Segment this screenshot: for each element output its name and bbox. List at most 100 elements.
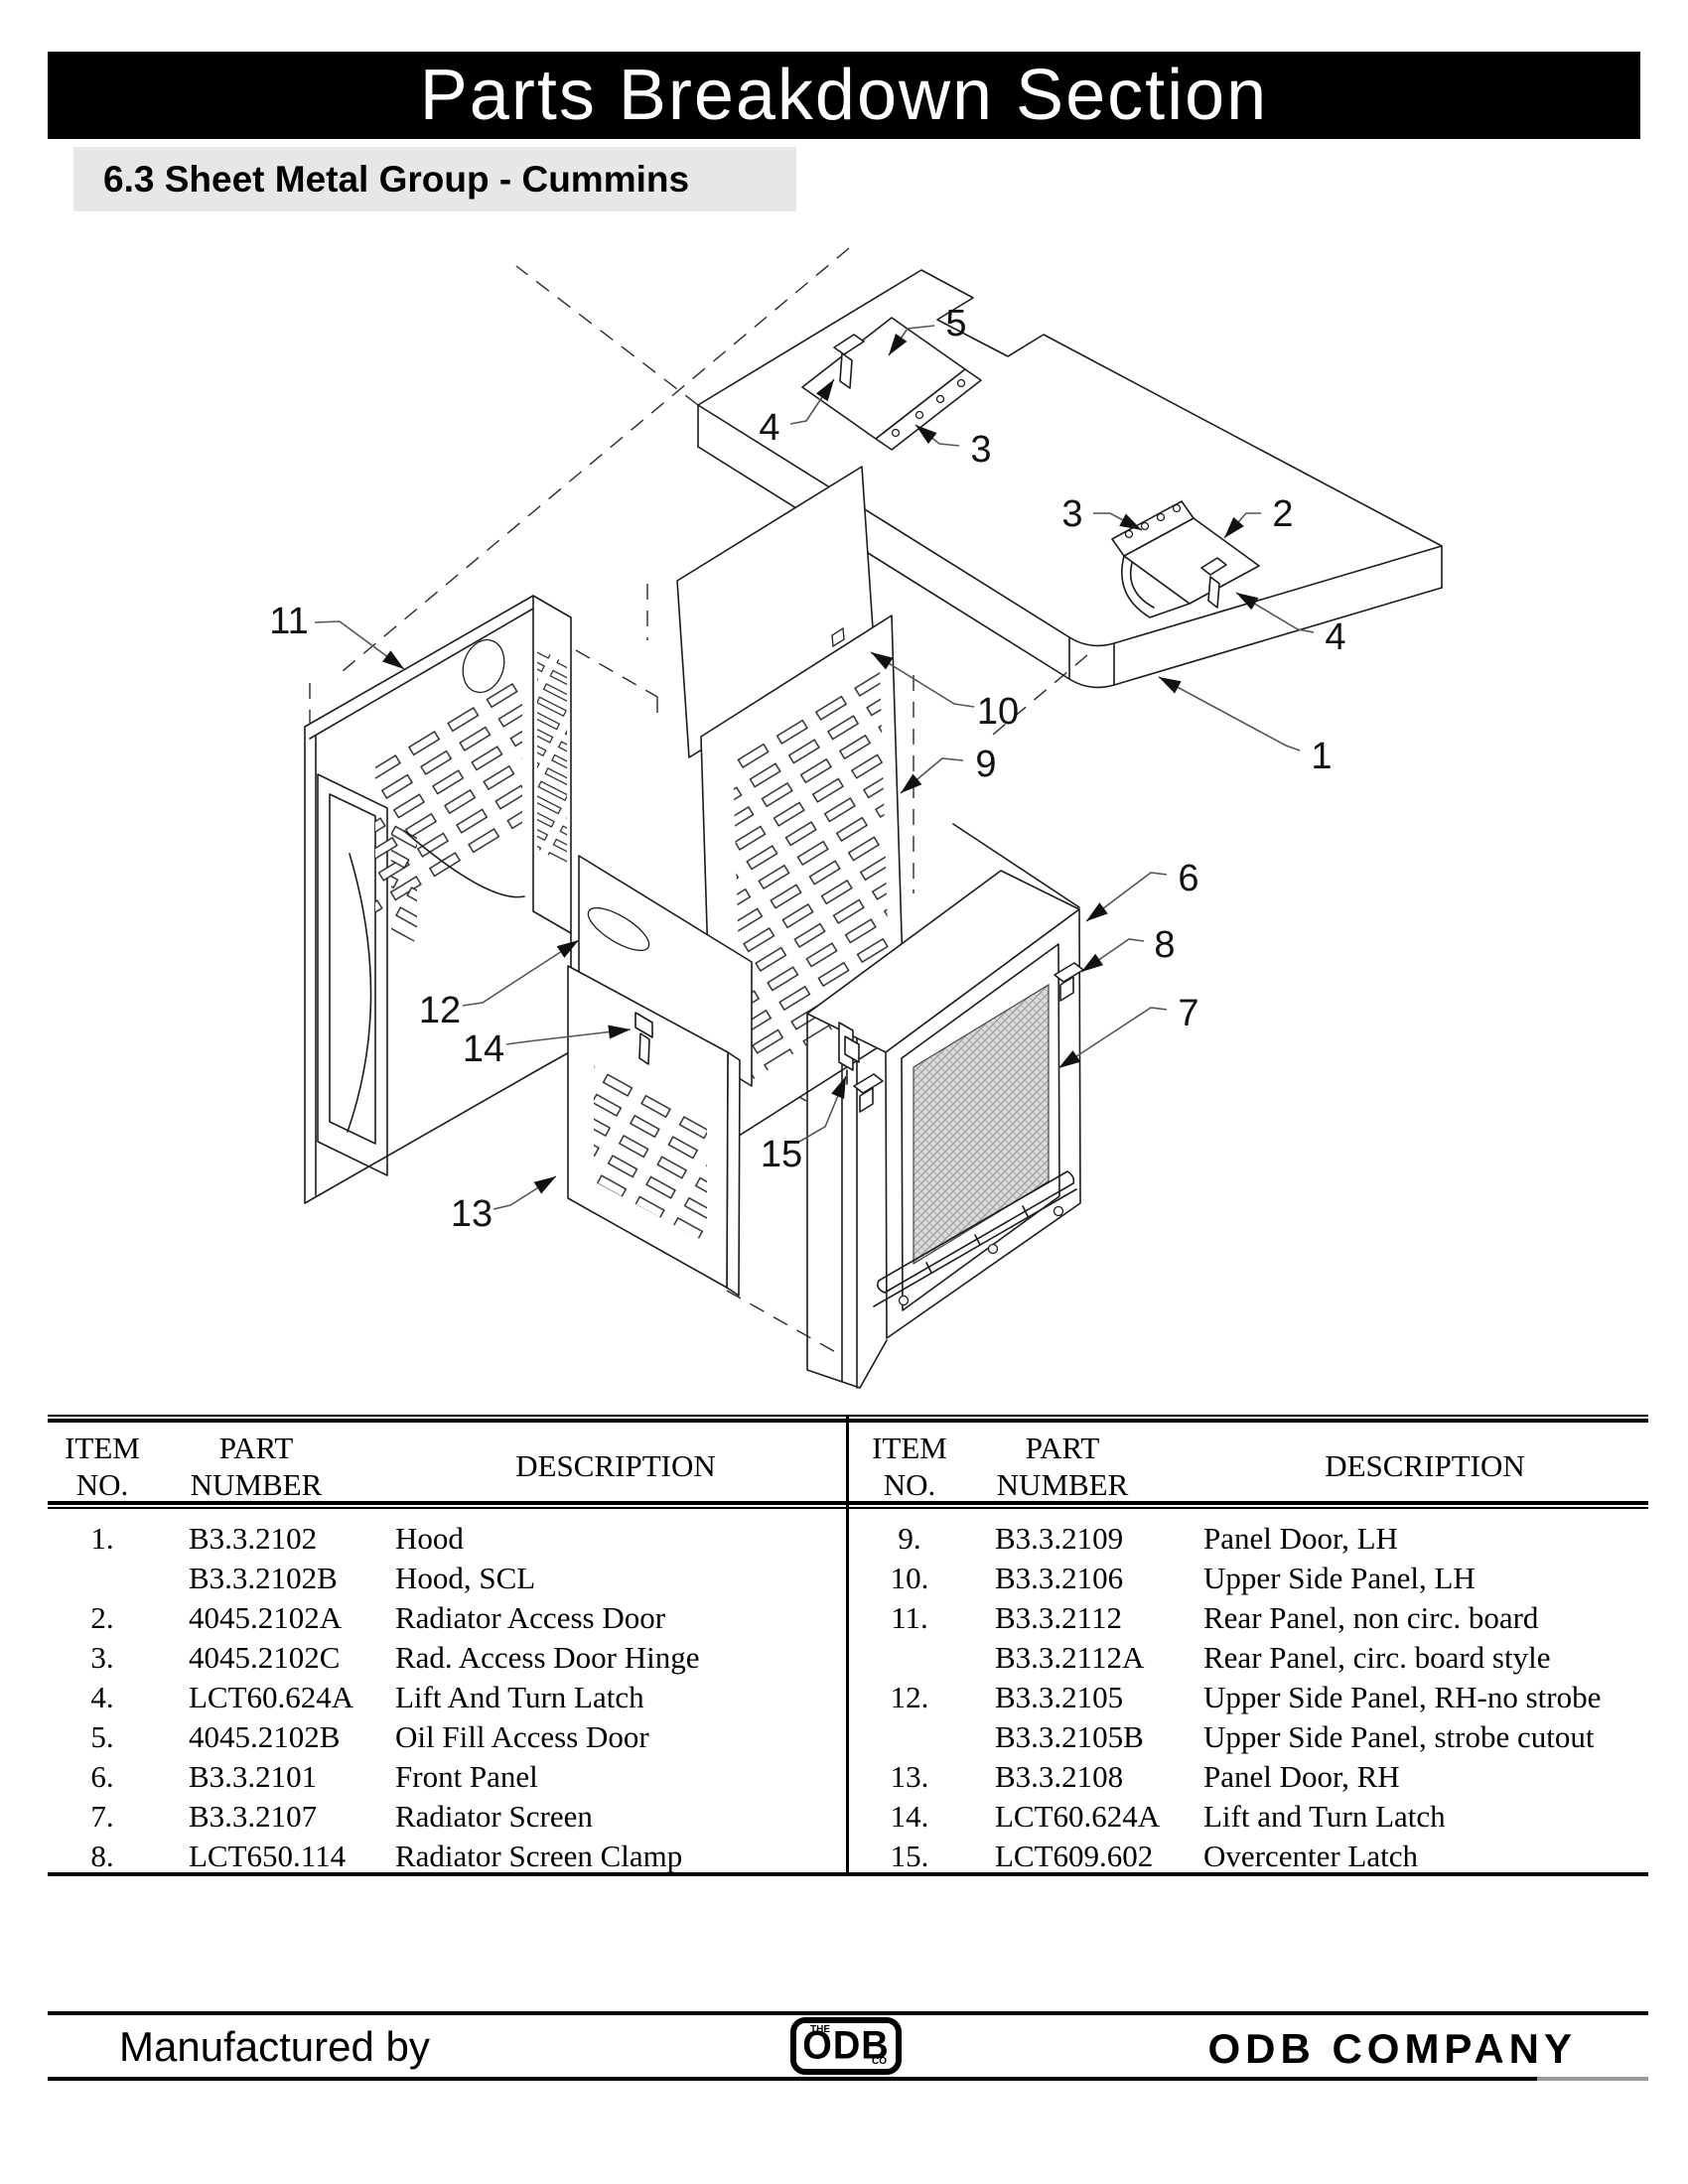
col-header-desc-left: DESCRIPTION [515, 1448, 716, 1483]
callout-leader-1 [1158, 676, 1301, 751]
callout-arrowhead-4 [815, 379, 834, 402]
callout-label-4: 4 [1325, 616, 1345, 658]
callout-label-2: 2 [1272, 493, 1293, 535]
footer-rule-top [48, 2011, 1648, 2015]
callout-arrowhead-3 [1119, 513, 1142, 530]
callout-label-15: 15 [761, 1134, 802, 1175]
part-number: LCT60.624A [995, 1799, 1161, 1834]
callout-arrowhead-13 [533, 1176, 556, 1194]
callout-arrowhead-9 [901, 773, 922, 793]
item-no: 11. [891, 1600, 928, 1635]
part-description: Radiator Screen Clamp [395, 1839, 683, 1873]
part-number: LCT609.602 [995, 1839, 1154, 1873]
item-no: 13. [890, 1759, 929, 1794]
col-header-part-right: PART NUMBER [996, 1431, 1129, 1502]
callout-label-8: 8 [1154, 924, 1175, 966]
callout-label-9: 9 [975, 744, 996, 785]
part-radiator-screen [913, 983, 1050, 1266]
part-number: LCT60.624A [189, 1680, 354, 1714]
part-front-panel [806, 823, 1084, 1389]
item-no: 8. [90, 1839, 114, 1873]
part-description: Rear Panel, circ. board style [1203, 1640, 1551, 1675]
manufactured-by-label: Manufactured by [119, 2023, 430, 2070]
item-no: 5. [90, 1719, 114, 1754]
odb-logo-text: ODB [802, 2023, 890, 2069]
item-no: 4. [90, 1680, 114, 1714]
part-number: B3.3.2105 [995, 1680, 1124, 1714]
callout-leader-4 [1235, 592, 1315, 633]
section-subtitle-bar: 6.3 Sheet Metal Group - Cummins [73, 147, 796, 211]
callout-leader-7 [1057, 1007, 1168, 1069]
callout-leader-10 [870, 651, 975, 708]
page-title: Parts Breakdown Section [419, 56, 1269, 135]
item-no: 6. [90, 1759, 114, 1794]
louvers-panel-door-rh [594, 1058, 707, 1243]
callout-arrowhead-10 [871, 652, 894, 670]
odb-logo: THE ODB CO [790, 2017, 902, 2075]
section-subtitle: 6.3 Sheet Metal Group - Cummins [103, 158, 690, 200]
callout-label-7: 7 [1178, 993, 1198, 1034]
part-oil-fill-access-door [801, 317, 982, 451]
col-header-item-right: ITEM NO. [872, 1431, 947, 1502]
header-banner: Parts Breakdown Section [48, 52, 1640, 139]
part-number: B3.3.2109 [995, 1521, 1124, 1556]
part-number: 4045.2102B [189, 1719, 341, 1754]
part-panel-door-rh [567, 965, 741, 1297]
item-no: 9. [898, 1521, 921, 1556]
odb-logo-the: THE [810, 2024, 830, 2035]
part-description: Panel Door, RH [1203, 1759, 1400, 1794]
callout-arrowhead-2 [1224, 516, 1244, 538]
part-number: B3.3.2101 [189, 1759, 318, 1794]
part-hinge-oil-door [875, 368, 982, 451]
callout-leader-11 [314, 620, 405, 670]
callout-arrowhead-14 [608, 1024, 631, 1039]
callout-label-3: 3 [970, 429, 991, 471]
part-number: B3.3.2108 [995, 1759, 1124, 1794]
callout-label-1: 1 [1311, 736, 1332, 777]
part-hinge-radiator-door [1111, 500, 1195, 557]
callout-label-4: 4 [759, 407, 779, 449]
part-description: Front Panel [395, 1759, 538, 1794]
part-screen-clamp-right [1054, 962, 1084, 1002]
item-no: 14. [890, 1799, 929, 1834]
callout-label-3: 3 [1061, 493, 1082, 535]
part-rear-panel [304, 595, 572, 1204]
part-description: Hood, SCL [395, 1561, 536, 1595]
part-description: Upper Side Panel, RH-no strobe [1203, 1680, 1602, 1714]
footer-rule-bottom-gray [1537, 2077, 1648, 2081]
table-divider [846, 1415, 849, 1876]
callout-arrowhead-6 [1086, 902, 1108, 921]
item-no: 2. [90, 1600, 114, 1635]
part-number: 4045.2102C [189, 1640, 341, 1675]
part-description: Oil Fill Access Door [395, 1719, 649, 1754]
part-radiator-access-door [1111, 500, 1260, 618]
part-upper-side-panel-rh [578, 855, 753, 1087]
col-header-item-left: ITEM NO. [65, 1431, 140, 1502]
callout-label-5: 5 [945, 303, 966, 344]
callout-leader-14 [505, 1028, 632, 1045]
col-header-desc-right: DESCRIPTION [1325, 1448, 1525, 1483]
callout-arrowhead-11 [382, 650, 404, 669]
callout-arrowhead-4 [1236, 593, 1259, 611]
callout-label-10: 10 [977, 691, 1019, 733]
callout-arrowhead-3 [915, 425, 937, 445]
item-no: 1. [90, 1521, 114, 1556]
part-number: B3.3.2102B [189, 1561, 338, 1595]
item-no: 3. [90, 1640, 114, 1675]
callout-arrowhead-15 [831, 1076, 846, 1100]
callout-arrowhead-8 [1081, 953, 1104, 972]
callout-arrowhead-12 [556, 940, 579, 958]
item-no: 10. [890, 1561, 929, 1595]
louvers-rear-flange [537, 647, 567, 866]
part-latch-radiator-door [1200, 557, 1227, 609]
part-description: Radiator Access Door [395, 1600, 666, 1635]
part-number: B3.3.2102 [189, 1521, 318, 1556]
part-number: 4045.2102A [189, 1600, 343, 1635]
callout-arrowhead-7 [1058, 1050, 1081, 1068]
part-description: Radiator Screen [395, 1799, 593, 1834]
part-description: Lift And Turn Latch [395, 1680, 644, 1714]
item-no: 12. [890, 1680, 929, 1714]
